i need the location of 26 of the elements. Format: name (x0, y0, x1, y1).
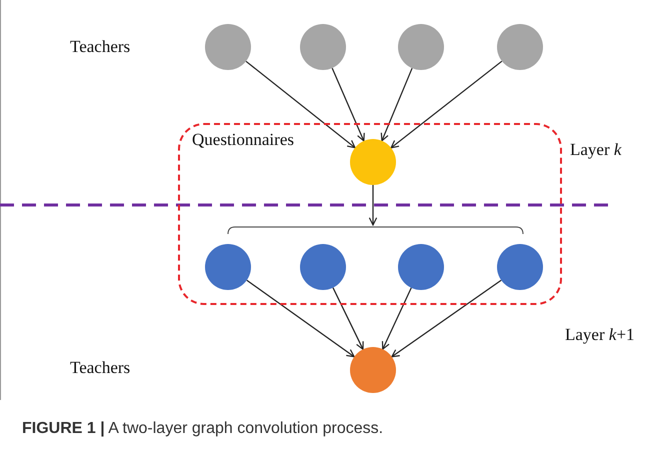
arrow (332, 287, 364, 350)
annotation-label: Teachers (70, 358, 130, 378)
circle-node (300, 24, 346, 70)
arrow (380, 68, 413, 142)
circle-node (398, 244, 444, 290)
arrow (390, 60, 502, 148)
circle-node (350, 139, 396, 185)
arrow (246, 60, 356, 148)
arrow (391, 280, 502, 358)
circle-node (205, 244, 251, 290)
circle-node (398, 24, 444, 70)
arrow (368, 185, 378, 226)
circle-node (497, 24, 543, 70)
circle-node (350, 347, 396, 393)
annotation-label: Layer k (570, 140, 622, 160)
annotation-label: Layer k+1 (565, 325, 635, 345)
annotation-label: Teachers (70, 37, 130, 57)
circle-node (497, 244, 543, 290)
figure-caption: FIGURE 1 | A two-layer graph convolution process. (22, 420, 384, 438)
circle-node (205, 24, 251, 70)
group-outline (178, 123, 562, 305)
circle-node (300, 244, 346, 290)
group-title: Questionnaires (192, 130, 294, 150)
arrow (246, 280, 355, 358)
arrow (332, 68, 365, 142)
arrow (382, 288, 412, 350)
